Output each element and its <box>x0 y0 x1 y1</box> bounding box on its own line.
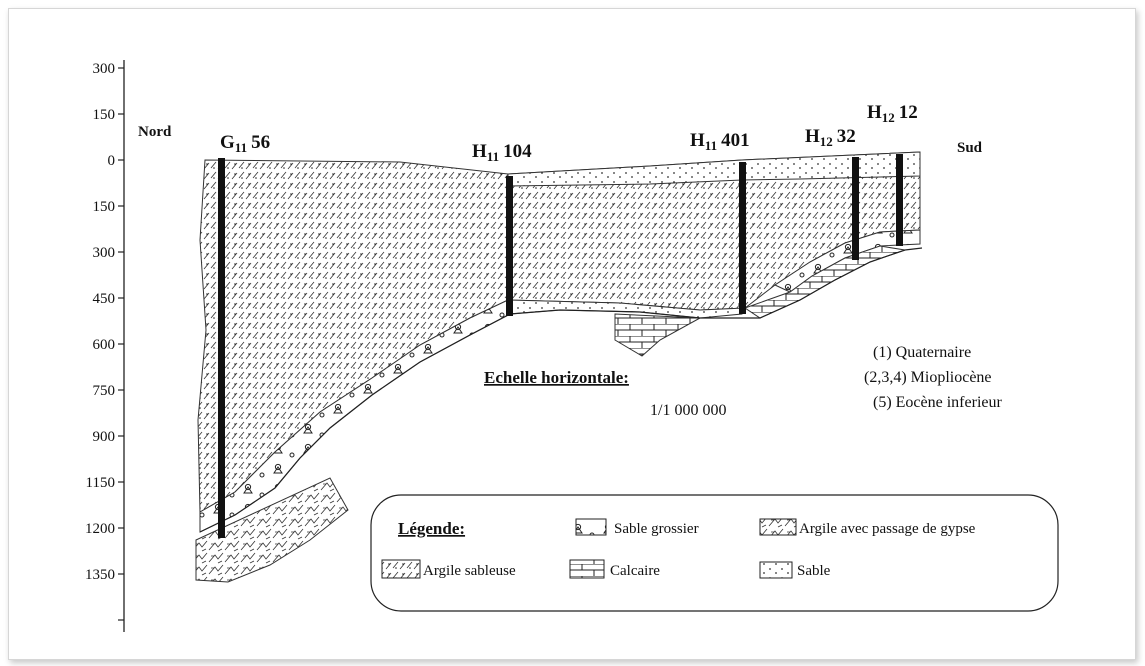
legend-swatch-sable <box>759 561 793 579</box>
legend-label-argile-gypse: Argile avec passage de gypse <box>799 521 976 537</box>
axis-tick-label: 1350 <box>85 567 115 583</box>
well-bar-g11-56 <box>218 158 225 538</box>
legend-title: Légende: <box>398 519 465 538</box>
wells <box>218 154 903 538</box>
scale-value: 1/1 000 000 <box>650 402 726 419</box>
layer-argile-gypse <box>195 477 349 583</box>
axis-tick-label: 600 <box>93 337 116 353</box>
legend-label-sable: Sable <box>797 563 831 579</box>
legend-label-sable-grossier: Sable grossier <box>614 521 699 537</box>
label-nord: Nord <box>138 124 172 140</box>
legend-label-argile-sableuse: Argile sableuse <box>423 563 516 579</box>
legend-swatch-calcaire <box>569 559 605 579</box>
well-bar-h12-32 <box>852 157 859 260</box>
axis-tick-label: 900 <box>93 429 116 445</box>
well-bar-h11-104 <box>506 176 513 316</box>
legend: Légende: Sable grossier Argile avec pass… <box>370 494 1059 612</box>
note-miopliocene: (2,3,4) Miopliocène <box>864 369 992 386</box>
note-quaternaire: (1) Quaternaire <box>873 344 971 361</box>
depth-axis: 300 150 0 150 300 450 600 750 900 1150 1200 1350 <box>85 60 125 632</box>
axis-tick-label: 750 <box>93 383 116 399</box>
label-sud: Sud <box>957 140 983 156</box>
well-bar-h12-12 <box>896 154 903 246</box>
axis-tick-label: 0 <box>108 153 116 169</box>
well-bar-h11-401 <box>739 162 746 314</box>
legend-swatch-argile-sableuse <box>381 559 421 579</box>
axis-tick-label: 1150 <box>86 475 115 491</box>
axis-tick-label: 150 <box>93 199 116 215</box>
axis-tick-label: 300 <box>93 245 116 261</box>
legend-label-calcaire: Calcaire <box>610 563 660 579</box>
axis-tick-label: 450 <box>93 291 116 307</box>
axis-tick-label: 300 <box>93 61 116 77</box>
axis-tick-label: 1200 <box>85 521 115 537</box>
layer-sable-quaternaire <box>507 151 921 187</box>
legend-box <box>370 494 1059 612</box>
note-eocene: (5) Eocène inferieur <box>873 394 1002 411</box>
basement-outline <box>199 247 923 533</box>
legend-swatch-argile-gypse <box>759 518 797 536</box>
layer-calcaire-centre <box>614 313 702 357</box>
layer-argile-sableuse <box>197 151 921 513</box>
legend-swatch-sable-grossier <box>575 518 607 536</box>
scale-title: Echelle horizontale: <box>484 368 629 387</box>
axis-tick-label: 150 <box>93 107 116 123</box>
